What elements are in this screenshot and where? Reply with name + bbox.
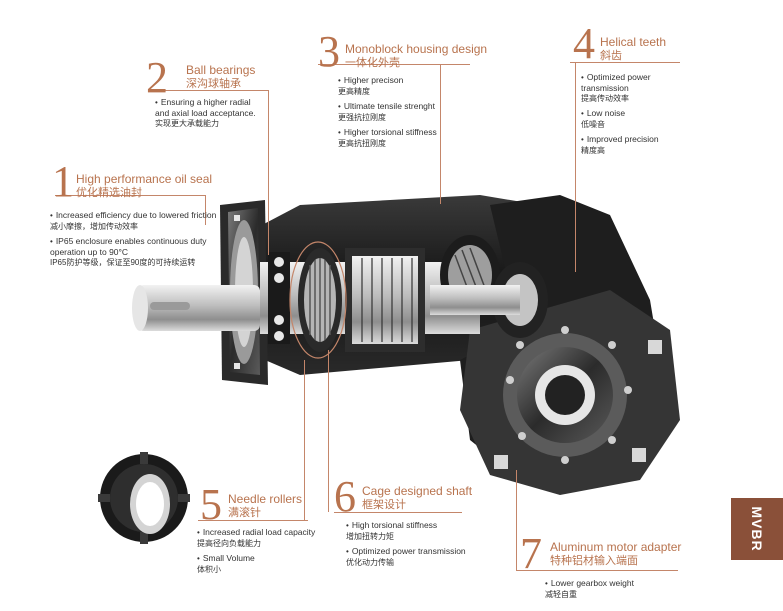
feature-7-title: Aluminum motor adapter 特种铝材输入端面 <box>550 540 682 567</box>
feature-2-bullets: Ensuring a higher radial and axial load … <box>155 97 265 133</box>
feature-6-number: 6 <box>334 472 356 521</box>
feature-1-title: High performance oil seal 优化精选油封 <box>76 172 213 199</box>
series-tab: MVBR <box>731 498 783 560</box>
feature-5-title: Needle rollers 满滚针 <box>228 492 303 519</box>
feature-6-title: Cage designed shaft 框架设计 <box>362 484 473 511</box>
feature-3-number: 3 <box>318 27 340 76</box>
feature-1-bullets: Increased efficiency due to lowered fric… <box>50 210 218 272</box>
feature-4-title: Helical teeth 斜齿 <box>600 35 667 62</box>
feature-2-title-cn: 深沟球轴承 <box>186 78 241 90</box>
feature-6-title-cn: 框架设计 <box>362 499 406 511</box>
feature-2-number: 2 <box>146 53 168 102</box>
adapter-bolt-holes <box>506 326 632 464</box>
feature-7-title-cn: 特种铝材输入端面 <box>550 555 638 567</box>
feature-4-title-cn: 斜齿 <box>600 50 622 62</box>
feature-5-title-cn: 满滚针 <box>228 507 261 519</box>
output-shaft <box>138 285 260 331</box>
feature-1-title-cn: 优化精选油封 <box>76 187 142 199</box>
feature-4-number: 4 <box>573 19 595 68</box>
feature-7-number: 7 <box>520 529 542 578</box>
feature-1-number: 1 <box>52 157 74 206</box>
feature-5-number: 5 <box>200 480 222 529</box>
feature-3-title: Monoblock housing design 一体化外壳 <box>345 42 488 69</box>
series-tab-label: MVBR <box>749 506 765 552</box>
feature-2-title: Ball bearings 深沟球轴承 <box>186 63 256 90</box>
ball-bearing <box>268 252 290 344</box>
needle-roller-gear-icon <box>98 452 190 544</box>
feature-3-title-cn: 一体化外壳 <box>345 57 400 69</box>
